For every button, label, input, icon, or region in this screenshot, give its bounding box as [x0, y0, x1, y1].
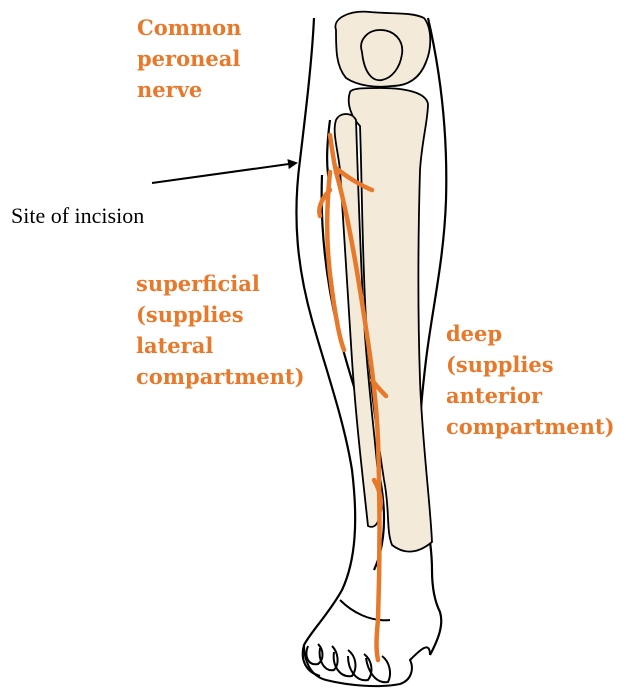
- incision-arrow: [152, 163, 296, 183]
- ankle-line: [340, 600, 390, 620]
- label-deep-branch: deep (supplies anterior compartment): [446, 318, 615, 442]
- bones: [335, 12, 432, 552]
- foot: [304, 600, 430, 686]
- label-site-of-incision: Site of incision: [11, 203, 144, 229]
- label-common-peroneal-nerve: Common peroneal nerve: [137, 12, 241, 105]
- label-superficial-branch: superficial (supplies lateral compartmen…: [136, 268, 305, 392]
